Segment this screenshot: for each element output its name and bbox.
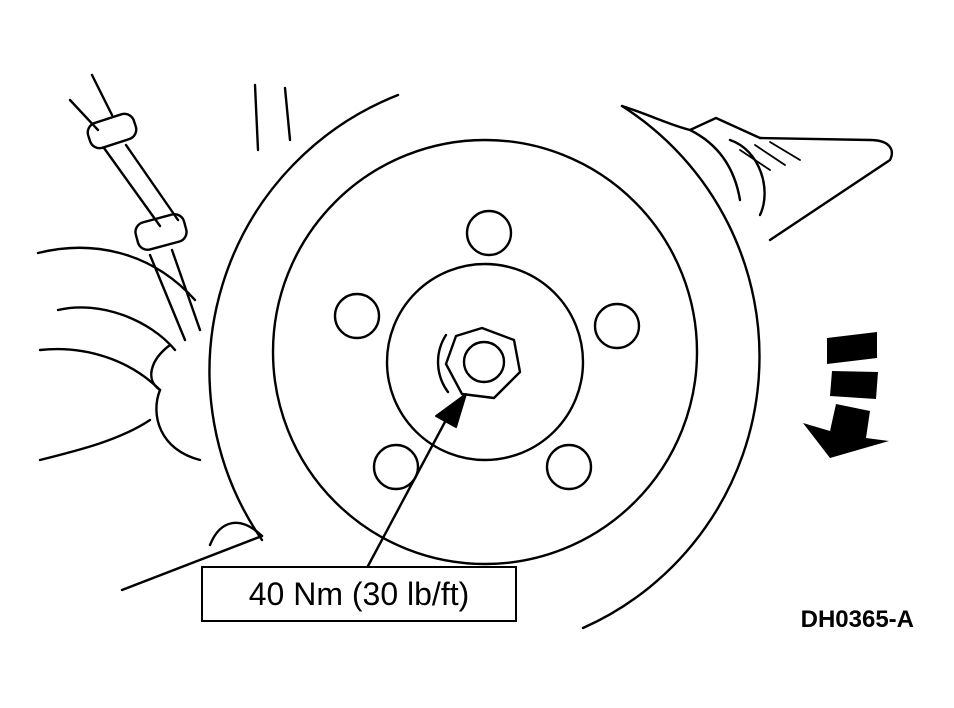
bolt-hole xyxy=(593,302,641,350)
bolt-hole xyxy=(545,443,593,491)
rotation-direction-arrow xyxy=(803,332,889,458)
pulley-hub-ring xyxy=(271,138,699,566)
center-bolt xyxy=(436,326,522,400)
torque-spec-label: 40 Nm (30 lb/ft) xyxy=(248,575,470,612)
bolt-hole xyxy=(333,292,381,340)
bolt-hole xyxy=(465,209,513,257)
callout-arrow xyxy=(366,393,467,568)
pulley-outer-rim xyxy=(208,93,761,630)
figure-id: DH0365-A xyxy=(800,606,914,633)
bolt-hole xyxy=(372,443,420,491)
background-engine-parts xyxy=(36,83,292,592)
upper-right-bracket xyxy=(620,104,893,242)
torque-callout-box: 40 Nm (30 lb/ft) xyxy=(201,566,517,622)
bolt-holes xyxy=(333,209,641,491)
pulley-center-ring xyxy=(385,262,585,462)
hose-with-fittings xyxy=(68,73,202,342)
